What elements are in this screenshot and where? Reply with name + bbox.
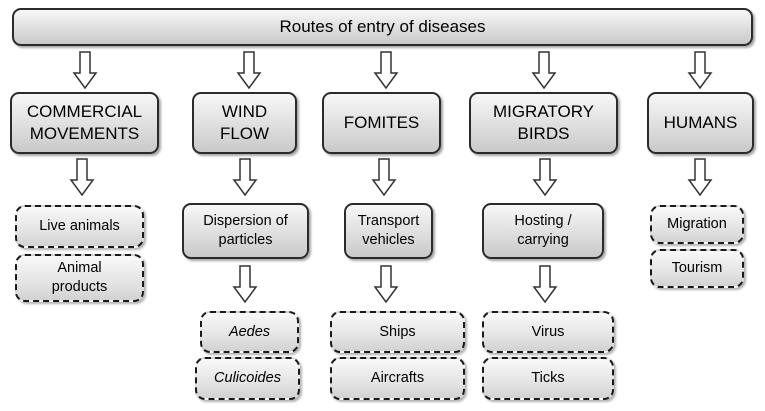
category-fomites: FOMITES <box>322 92 441 154</box>
leaf-label: Aedes <box>228 323 271 340</box>
category-label: WIND FLOW <box>219 101 270 143</box>
leaf-ships: Ships <box>330 311 465 353</box>
sub-transport-vehicles: Transport vehicles <box>344 203 433 259</box>
leaf-migration: Migration <box>650 205 744 244</box>
arrow-down-icon <box>532 158 558 197</box>
sub-label: Transport vehicles <box>357 213 420 248</box>
category-commercial-movements: COMMERCIAL MOVEMENTS <box>10 92 159 154</box>
leaf-label: Virus <box>531 323 565 340</box>
arrow-down-icon <box>69 158 95 197</box>
leaf-label: Migration <box>667 216 727 233</box>
diagram-title-box: Routes of entry of diseases <box>12 8 753 46</box>
leaf-live-animals: Live animals <box>15 205 144 248</box>
arrow-down-icon <box>532 265 558 304</box>
category-label: FOMITES <box>343 112 420 132</box>
arrow-down-icon <box>236 51 262 90</box>
leaf-label: Ticks <box>531 370 565 387</box>
arrow-down-icon <box>531 51 557 90</box>
arrow-down-icon <box>72 51 98 90</box>
leaf-tourism: Tourism <box>650 249 744 288</box>
category-label: COMMERCIAL MOVEMENTS <box>26 101 143 143</box>
arrow-down-icon <box>371 158 397 197</box>
arrow-down-icon <box>687 51 713 90</box>
arrow-down-icon <box>232 265 258 304</box>
sub-label: Hosting / carrying <box>514 213 572 248</box>
leaf-label: Culicoides <box>214 370 281 387</box>
sub-label: Dispersion of particles <box>203 213 288 248</box>
leaf-virus: Virus <box>482 311 614 353</box>
leaf-animal-products: Animal products <box>15 254 144 302</box>
diagram-title: Routes of entry of diseases <box>279 16 486 36</box>
arrow-down-icon <box>373 51 399 90</box>
leaf-ticks: Ticks <box>482 357 614 400</box>
arrow-down-icon <box>687 158 713 197</box>
sub-hosting-carrying: Hosting / carrying <box>482 203 604 259</box>
arrow-down-icon <box>232 158 258 197</box>
leaf-aedes: Aedes <box>200 311 299 353</box>
category-label: MIGRATORY BIRDS <box>492 101 595 143</box>
leaf-aircrafts: Aircrafts <box>330 357 465 400</box>
category-wind-flow: WIND FLOW <box>192 92 297 154</box>
leaf-culicoides: Culicoides <box>195 357 300 400</box>
category-humans: HUMANS <box>647 92 754 154</box>
arrow-down-icon <box>373 265 399 304</box>
leaf-label: Tourism <box>671 260 723 277</box>
leaf-label: Ships <box>379 323 416 340</box>
sub-dispersion-of-particles: Dispersion of particles <box>182 203 309 259</box>
category-migratory-birds: MIGRATORY BIRDS <box>469 92 618 154</box>
category-label: HUMANS <box>663 112 738 132</box>
leaf-label: Live animals <box>39 218 120 235</box>
leaf-label: Animal products <box>51 260 108 295</box>
leaf-label: Aircrafts <box>370 370 425 387</box>
